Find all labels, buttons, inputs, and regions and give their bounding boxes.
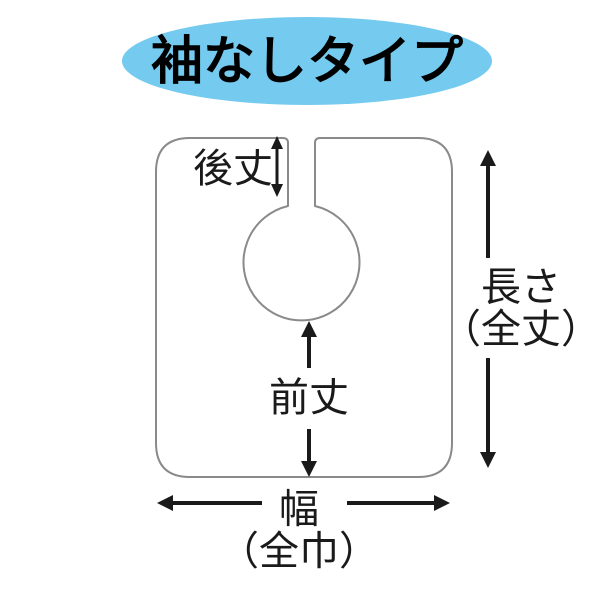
width-label: 幅 （全巾） — [219, 487, 379, 574]
total-length-line2: （全丈） — [441, 308, 600, 352]
total-length-label: 長さ （全丈） — [441, 265, 600, 352]
title-badge: 袖なしタイプ — [122, 17, 492, 105]
front-length-arrow — [301, 321, 317, 477]
total-length-line1: 長さ — [481, 265, 561, 310]
width-line2: （全巾） — [219, 530, 379, 574]
total-length-arrow — [480, 150, 496, 468]
front-length-label: 前丈 — [269, 375, 349, 420]
cape-outline — [155, 137, 453, 478]
back-length-arrow — [271, 136, 283, 197]
width-line1: 幅 — [279, 487, 319, 532]
width-arrow — [157, 495, 450, 511]
back-length-label: 後丈 — [193, 146, 273, 191]
title-text: 袖なしタイプ — [150, 33, 463, 91]
